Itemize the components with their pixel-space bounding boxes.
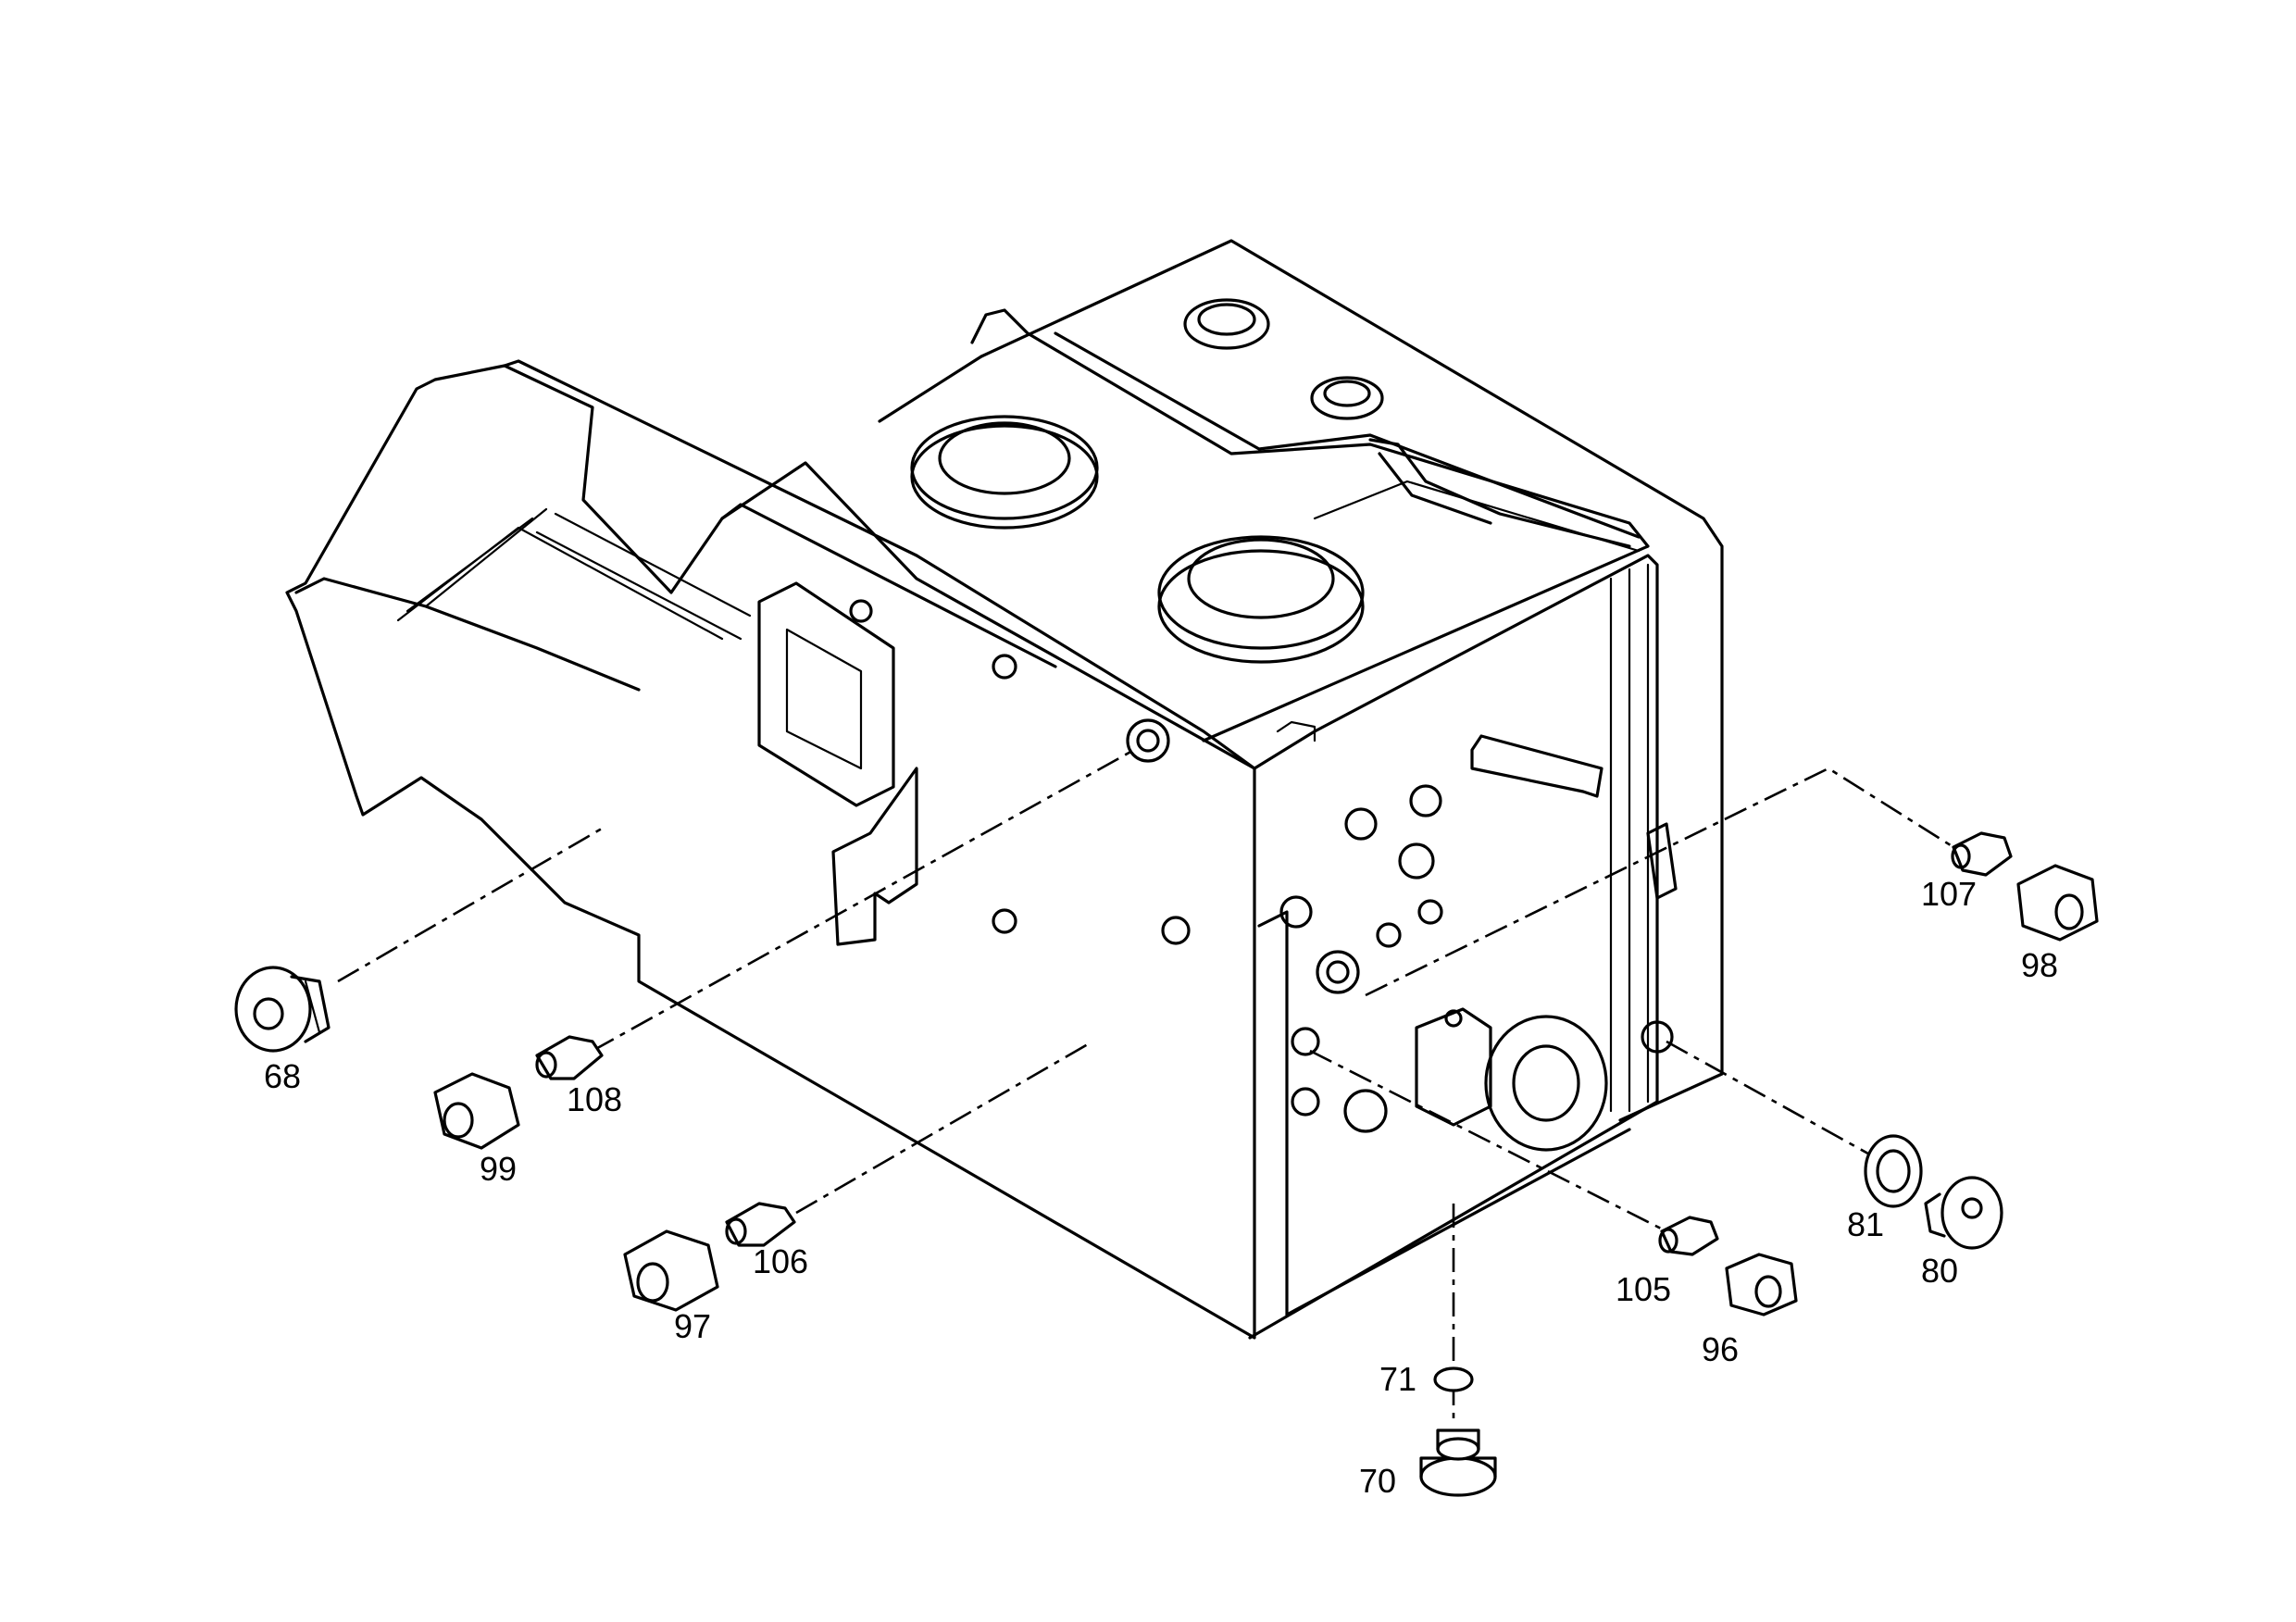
callout-96: 96	[1702, 1330, 1739, 1368]
right-face-fittings	[1279, 784, 1674, 1152]
callout-70: 70	[1359, 1462, 1396, 1500]
top-port-large-left	[910, 415, 1099, 530]
callout-98: 98	[2021, 946, 2058, 984]
callout-68: 68	[264, 1057, 301, 1095]
part-71-oring	[1433, 1366, 1474, 1392]
part-99-nut	[433, 1072, 520, 1150]
part-97-nut	[623, 1229, 719, 1312]
callout-labels: 68 99 108 97 106 107 98 81 80 105 96 71 …	[264, 875, 2058, 1500]
part-108-fitting	[535, 1035, 604, 1080]
callout-107: 107	[1921, 875, 1977, 913]
callout-81: 81	[1847, 1205, 1884, 1243]
part-107-fitting	[1951, 831, 2013, 877]
callout-97: 97	[674, 1307, 711, 1345]
part-98-nut	[2016, 864, 2099, 942]
housing-body	[285, 239, 1724, 1340]
callout-108: 108	[567, 1080, 622, 1118]
part-80-plug	[1924, 1176, 2003, 1250]
callout-105: 105	[1616, 1270, 1671, 1308]
front-face-nuts	[849, 599, 1191, 945]
top-port-small-2	[1310, 376, 1384, 420]
front-window-bracket	[757, 581, 918, 946]
leader-lines	[337, 748, 1954, 1421]
part-96-nut	[1725, 1253, 1798, 1316]
callout-80: 80	[1921, 1252, 1958, 1290]
part-106-fitting	[725, 1202, 796, 1247]
part-68-plug	[234, 966, 331, 1053]
part-105-fitting	[1658, 1216, 1719, 1256]
callout-106: 106	[753, 1242, 808, 1280]
part-81-washer	[1864, 1134, 1923, 1208]
top-port-large-center	[1157, 535, 1365, 664]
part-70-plug	[1419, 1429, 1497, 1497]
top-port-small	[1183, 298, 1270, 350]
top-pipe	[1368, 438, 1631, 548]
callout-71: 71	[1379, 1360, 1416, 1398]
callout-99: 99	[480, 1150, 517, 1188]
